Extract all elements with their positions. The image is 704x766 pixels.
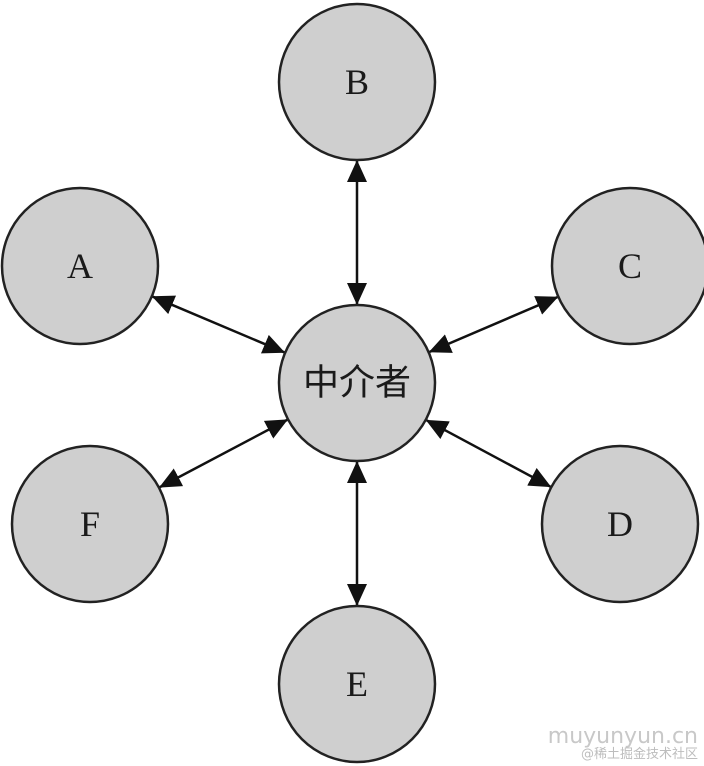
- node-mediator-label: 中介者: [303, 363, 411, 404]
- node-mediator: 中介者: [277, 303, 437, 463]
- node-mediator-circle: [277, 303, 437, 463]
- watermark-domain: muyunyun.cn: [547, 724, 698, 750]
- node-c-circle: [550, 186, 704, 346]
- node-a-label: A: [67, 246, 93, 286]
- node-c: C: [550, 186, 704, 346]
- node-f: F: [10, 444, 170, 604]
- node-a-circle: [0, 186, 160, 346]
- node-a: A: [0, 186, 160, 346]
- edges-layer: [151, 160, 559, 606]
- watermark-community: @稀土掘金技术社区: [580, 747, 698, 763]
- node-b-label: B: [345, 62, 369, 102]
- node-d-circle: [540, 444, 700, 604]
- node-b-circle: [277, 2, 437, 162]
- node-e: E: [277, 604, 437, 764]
- node-c-label: C: [618, 246, 642, 286]
- node-f-circle: [10, 444, 170, 604]
- node-d-label: D: [607, 504, 633, 544]
- node-b: B: [277, 2, 437, 162]
- node-d: D: [540, 444, 700, 604]
- edge-mediator-a: [151, 295, 286, 354]
- node-e-label: E: [346, 664, 368, 704]
- watermark: muyunyun.cn @稀土掘金技术社区: [548, 725, 698, 762]
- edge-mediator-d: [425, 419, 552, 488]
- edge-mediator-c: [428, 295, 559, 354]
- node-f-label: F: [80, 504, 100, 544]
- edge-mediator-f: [159, 418, 288, 489]
- node-e-circle: [277, 604, 437, 764]
